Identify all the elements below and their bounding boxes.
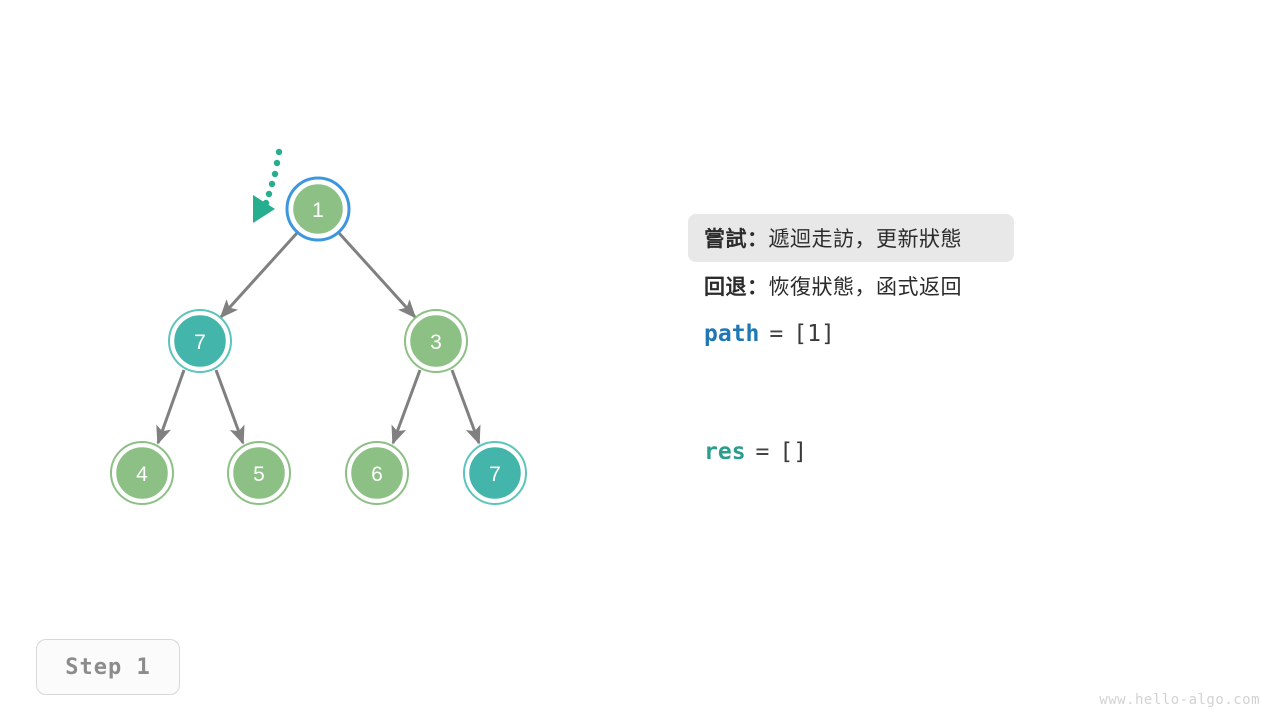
- variable-path-name: path: [704, 321, 760, 347]
- variable-path-value: [1]: [793, 321, 835, 347]
- edge-7-5: [214, 369, 245, 445]
- edge-3-7b: [450, 369, 481, 445]
- variable-path-equals: =: [769, 321, 784, 347]
- watermark: www.hello-algo.com: [1099, 692, 1260, 708]
- tree-edges: [156, 231, 481, 445]
- tree-node-4[interactable]: 4: [110, 441, 174, 505]
- edge-1-7: [219, 231, 299, 319]
- traversal-pointer-icon: [253, 148, 283, 223]
- variable-path: path = [1]: [688, 310, 1108, 358]
- variable-res-name: res: [704, 439, 746, 465]
- variable-res: res = []: [688, 428, 1108, 476]
- tree-node-5[interactable]: 5: [227, 441, 291, 505]
- tree-node-4-label: 4: [136, 463, 148, 486]
- tree-node-3-label: 3: [430, 331, 442, 354]
- variable-res-value: []: [779, 439, 808, 465]
- tree-node-7-left-label: 7: [194, 331, 206, 354]
- tree-node-7-right[interactable]: 7: [463, 441, 527, 505]
- legend-row-try: 嘗試： 遞迴走訪，更新狀態: [688, 214, 1014, 262]
- legend-try-label: 嘗試：: [704, 228, 769, 251]
- edge-1-3: [337, 231, 417, 319]
- tree-node-7-right-label: 7: [489, 463, 501, 486]
- tree-node-7-left[interactable]: 7: [168, 309, 232, 373]
- variable-res-equals: =: [755, 439, 770, 465]
- legend-try-text: 遞迴走訪，更新狀態: [768, 228, 962, 251]
- tree-node-3[interactable]: 3: [404, 309, 468, 373]
- edge-3-6: [391, 369, 422, 445]
- tree-node-1-label: 1: [312, 199, 324, 222]
- legend-row-backtrack: 回退： 恢復狀態，函式返回: [688, 262, 1014, 310]
- info-panel: 嘗試： 遞迴走訪，更新狀態 回退： 恢復狀態，函式返回 path = [1] r…: [688, 214, 1108, 476]
- tree-node-5-label: 5: [253, 463, 265, 486]
- step-badge: Step 1: [36, 639, 180, 695]
- tree-node-1[interactable]: 1: [285, 176, 351, 242]
- tree-node-6-label: 6: [371, 463, 383, 486]
- variable-spacer: [688, 358, 1108, 428]
- edge-7-4: [156, 369, 186, 445]
- binary-tree-graphic: 1 7 3 4 5 6 7: [110, 148, 527, 505]
- legend-backtrack-label: 回退：: [704, 276, 769, 299]
- tree-node-6[interactable]: 6: [345, 441, 409, 505]
- legend-backtrack-text: 恢復狀態，函式返回: [768, 276, 962, 299]
